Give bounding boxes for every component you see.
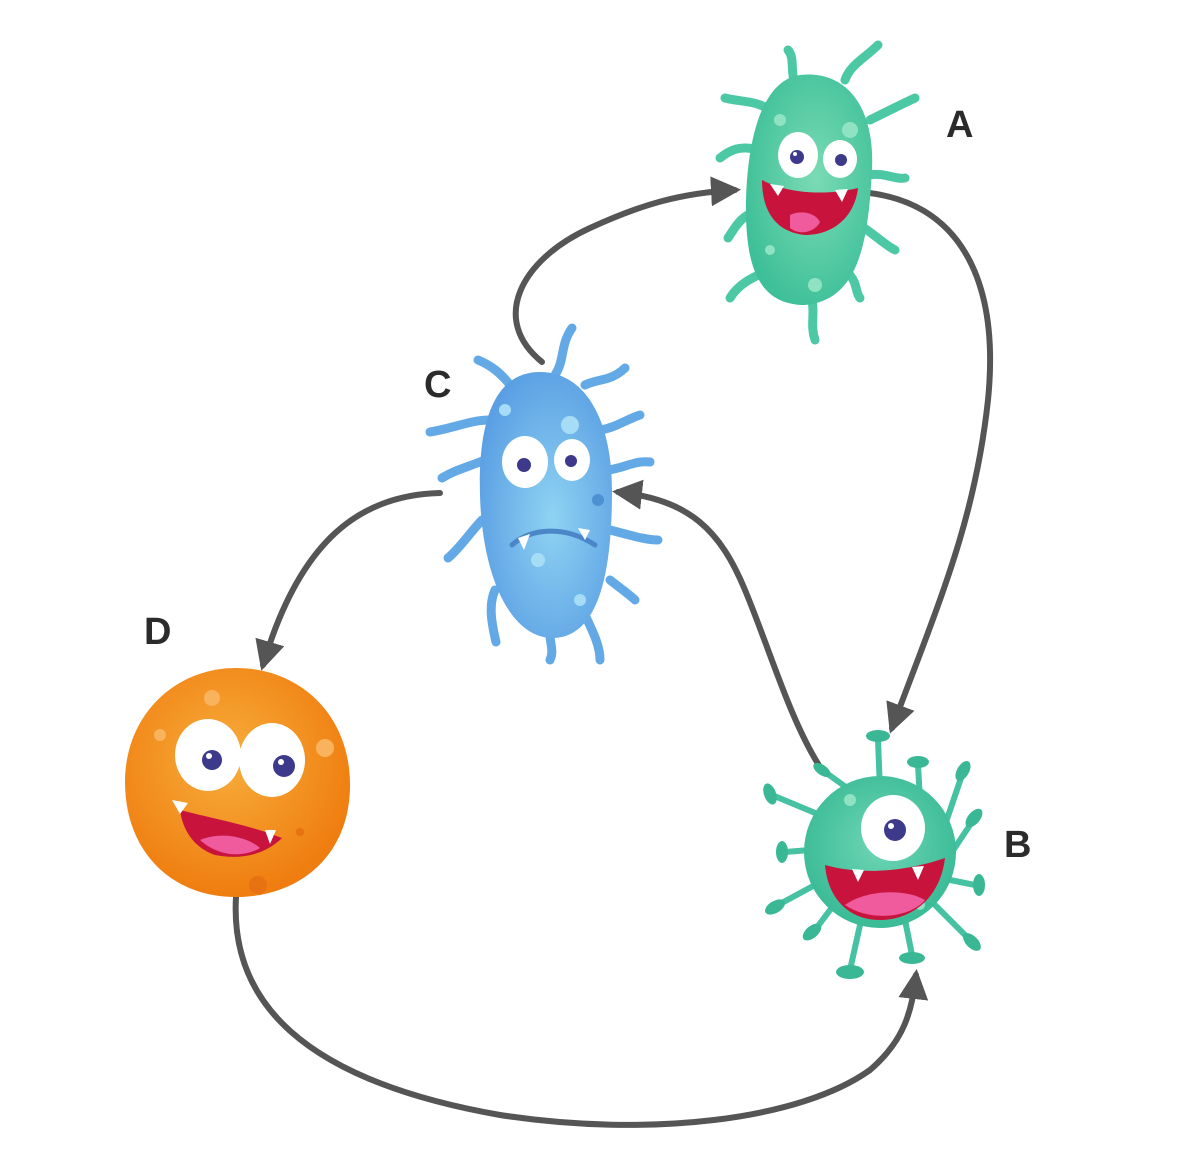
edge-c-to-d: [255, 490, 443, 671]
green-germ-icon: [715, 40, 920, 345]
edge-d-to-b: [232, 894, 929, 1128]
orange-coccus-icon: [125, 668, 350, 897]
edge-b-to-c: [612, 479, 823, 770]
node-label-b: B: [1004, 824, 1032, 866]
node-label-d: D: [144, 611, 172, 653]
node-label-a: A: [946, 104, 974, 146]
edge-c-to-a: [512, 176, 741, 365]
teal-virus-icon: [763, 730, 985, 979]
edge-a-to-b: [857, 189, 994, 734]
node-label-c: C: [424, 364, 452, 406]
blue-bacterium-icon: [425, 323, 663, 665]
